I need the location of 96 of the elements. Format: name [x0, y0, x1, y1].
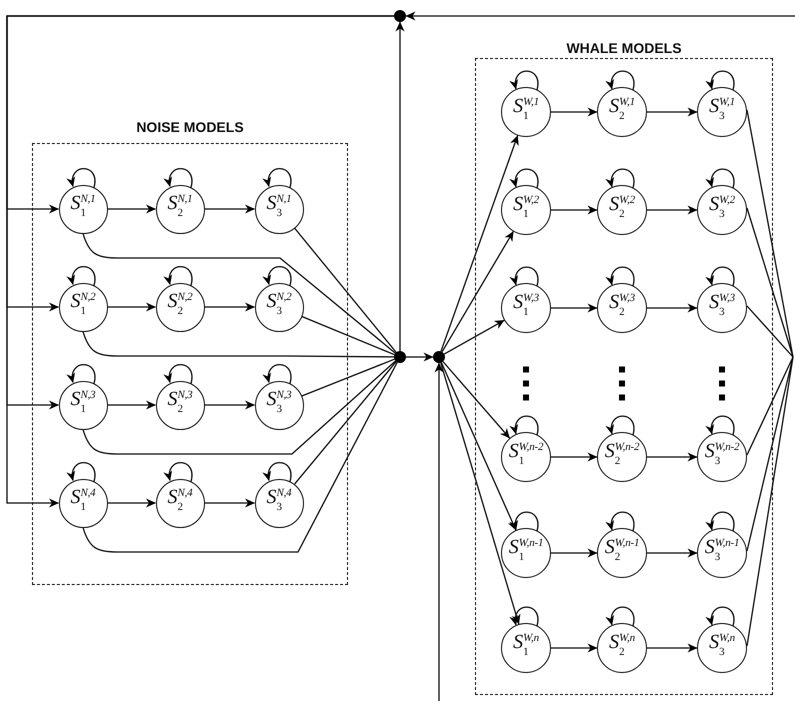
group-title: NOISE MODELS — [135, 119, 245, 135]
state-circle — [597, 623, 647, 673]
arrow — [706, 70, 735, 90]
arrow — [263, 462, 292, 482]
state-circle — [254, 478, 304, 528]
arrow — [606, 512, 635, 532]
group-title: WHALE MODELS — [565, 40, 683, 56]
arrow — [647, 108, 698, 116]
state-circle — [697, 87, 747, 137]
arrow — [108, 400, 156, 410]
state-circle — [501, 623, 551, 673]
state-circle — [501, 185, 551, 235]
arrow — [510, 70, 539, 90]
arrow — [510, 168, 539, 188]
arrow — [706, 606, 735, 626]
arrow — [510, 606, 539, 626]
arrow — [606, 606, 635, 626]
arrow — [204, 400, 255, 410]
arrow — [606, 266, 635, 286]
junction-dot — [433, 351, 445, 363]
arrow — [108, 204, 156, 214]
arrow — [647, 644, 698, 652]
arrow — [406, 12, 795, 20]
arrow — [606, 168, 635, 188]
arrow — [434, 362, 444, 701]
arrow — [263, 364, 292, 384]
state-circle — [156, 282, 204, 332]
arrow — [263, 266, 292, 286]
arrow — [444, 320, 505, 355]
arrow — [164, 364, 193, 384]
arrow — [164, 168, 193, 188]
arrow — [6, 15, 394, 508]
arrow — [551, 206, 598, 214]
arrow — [510, 512, 539, 532]
state-circle — [254, 282, 304, 332]
arrow — [442, 231, 514, 352]
arrow — [442, 361, 510, 439]
arrow — [204, 302, 255, 312]
state-circle — [597, 87, 647, 137]
state-circle — [697, 623, 747, 673]
arrow — [164, 462, 193, 482]
state-circle — [697, 185, 747, 235]
arrow — [551, 108, 598, 116]
arrow — [204, 204, 255, 214]
state-circle — [156, 380, 204, 430]
arrow — [647, 304, 698, 312]
state-circle — [254, 184, 304, 234]
junction-dot — [394, 10, 406, 22]
state-circle — [501, 283, 551, 333]
arrow — [647, 206, 698, 214]
arrow — [706, 168, 735, 188]
state-circle — [597, 528, 647, 578]
state-circle — [597, 185, 647, 235]
arrow — [108, 302, 156, 312]
state-circle — [597, 283, 647, 333]
arrow — [406, 352, 434, 362]
arrow — [647, 548, 698, 558]
state-circle — [697, 283, 747, 333]
arrow — [164, 266, 193, 286]
state-circle — [156, 184, 204, 234]
state-circle — [501, 432, 551, 482]
state-circle — [697, 432, 747, 482]
arrow — [706, 512, 735, 532]
arrow — [551, 644, 598, 652]
state-circle — [501, 528, 551, 578]
arrow — [108, 498, 156, 508]
arrow — [67, 168, 96, 188]
arrow — [440, 135, 519, 352]
arrow — [606, 416, 635, 436]
arrow — [67, 266, 96, 286]
arrow — [647, 452, 698, 462]
state-circle — [58, 282, 108, 332]
arrow — [67, 364, 96, 384]
state-circle — [58, 380, 108, 430]
state-circle — [597, 432, 647, 482]
arrow — [551, 304, 598, 312]
state-circle — [697, 528, 747, 578]
arrow — [204, 498, 255, 508]
arrow — [396, 22, 404, 351]
state-circle — [501, 87, 551, 137]
arrow — [67, 462, 96, 482]
state-circle — [254, 380, 304, 430]
state-circle — [58, 478, 108, 528]
arrow — [510, 266, 539, 286]
arrow — [706, 416, 735, 436]
arrow — [551, 548, 598, 558]
arrow — [510, 416, 539, 436]
arrow — [263, 168, 292, 188]
arrow — [606, 70, 635, 90]
junction-dot — [394, 351, 406, 363]
state-circle — [58, 184, 108, 234]
state-circle — [156, 478, 204, 528]
arrow — [440, 362, 520, 624]
arrow — [440, 362, 516, 531]
arrow — [551, 452, 598, 462]
arrow — [706, 266, 735, 286]
